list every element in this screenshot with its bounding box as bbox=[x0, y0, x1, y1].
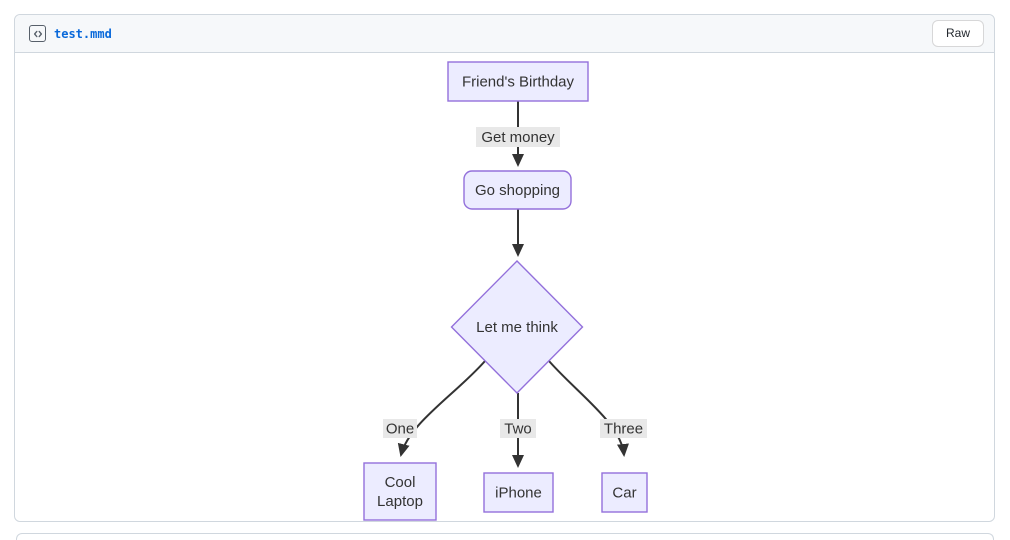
node-car: Car bbox=[601, 472, 648, 513]
edge-let-me-think-to-cool-laptop bbox=[397, 360, 486, 457]
node-go-shopping: Go shopping bbox=[463, 170, 572, 210]
mermaid-diagram-container: Get money One Two Three Friend's B bbox=[15, 53, 994, 521]
edge-let-me-think-to-car bbox=[548, 360, 629, 457]
node-iphone: iPhone bbox=[483, 472, 554, 513]
edge-label-get-money: Get money bbox=[476, 127, 560, 147]
flowchart-svg: Get money One Two Three Friend's B bbox=[363, 61, 648, 521]
svg-text:Go shopping: Go shopping bbox=[475, 182, 560, 199]
node-friends-birthday: Friend's Birthday bbox=[447, 61, 589, 102]
svg-text:One: One bbox=[386, 421, 414, 438]
svg-text:Car: Car bbox=[612, 485, 636, 502]
svg-text:Friend's Birthday: Friend's Birthday bbox=[462, 74, 575, 91]
edge-label-one: One bbox=[383, 419, 417, 438]
svg-text:Let me think: Let me think bbox=[476, 319, 558, 336]
raw-button[interactable]: Raw bbox=[931, 20, 984, 47]
svg-text:Get money: Get money bbox=[481, 129, 555, 146]
svg-text:Three: Three bbox=[604, 421, 643, 438]
edge-label-two: Two bbox=[500, 419, 536, 438]
next-section-top-edge bbox=[16, 533, 994, 540]
svg-text:iPhone: iPhone bbox=[495, 485, 542, 502]
file-card: test.mmd Raw Get mone bbox=[14, 14, 995, 522]
file-name-link[interactable]: test.mmd bbox=[54, 26, 112, 41]
edge-label-three: Three bbox=[600, 419, 647, 438]
file-header: test.mmd Raw bbox=[15, 15, 994, 53]
node-let-me-think: Let me think bbox=[450, 260, 584, 394]
code-file-icon bbox=[29, 25, 46, 42]
file-title: test.mmd bbox=[29, 25, 112, 42]
svg-text:Two: Two bbox=[504, 421, 532, 438]
